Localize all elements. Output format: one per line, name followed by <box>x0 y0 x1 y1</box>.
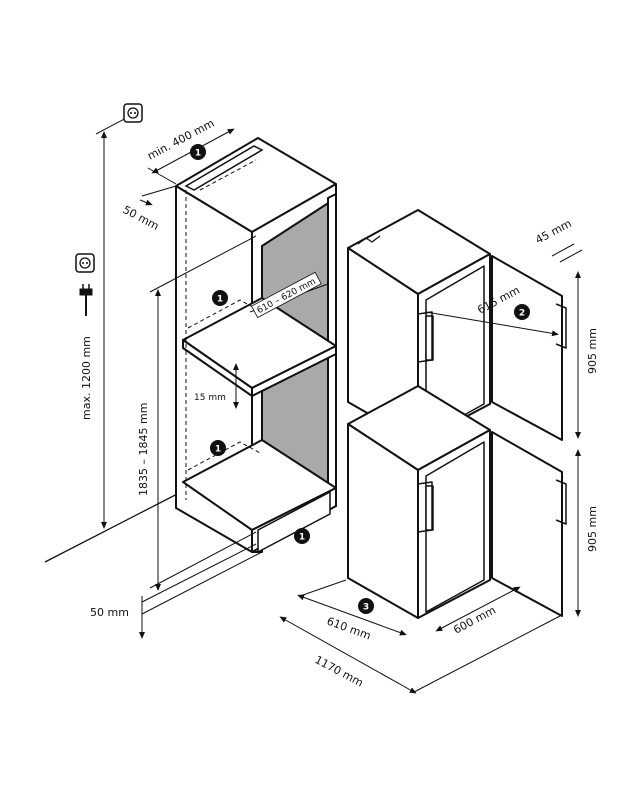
label-niche-height: 1835 – 1845 mm <box>137 403 150 496</box>
svg-text:1: 1 <box>299 533 305 543</box>
power-socket-icon <box>123 103 143 123</box>
svg-text:1: 1 <box>195 149 201 159</box>
marker-1-base: 1 <box>294 528 310 544</box>
upper-appliance <box>347 209 567 443</box>
svg-text:2: 2 <box>519 309 525 319</box>
svg-text:3: 3 <box>363 603 369 613</box>
power-socket-icon <box>75 253 95 273</box>
power-plug-icon <box>79 284 93 316</box>
label-door-45: 45 mm <box>533 217 573 247</box>
marker-1-top: 1 <box>190 144 206 160</box>
label-top-50: 50 mm <box>121 203 161 233</box>
svg-text:1: 1 <box>215 445 221 455</box>
label-max-1200: max. 1200 mm <box>80 336 93 420</box>
label-depth-610: 610 mm <box>325 615 373 643</box>
label-min-400: min. 400 mm <box>145 117 216 163</box>
marker-2: 2 <box>514 304 530 320</box>
label-bottom-50: 50 mm <box>90 606 129 619</box>
floor-line <box>44 489 186 563</box>
lower-appliance <box>347 385 567 619</box>
marker-3: 3 <box>358 598 374 614</box>
label-upper-905: 905 mm <box>586 328 599 374</box>
hidden-lines <box>185 159 263 500</box>
marker-1-low: 1 <box>210 440 226 456</box>
marker-1-mid: 1 <box>212 290 228 306</box>
niche-cabinet <box>175 137 337 553</box>
marker-badges: 1 1 1 1 2 3 <box>190 144 530 614</box>
label-width-600: 600 mm <box>451 604 498 637</box>
label-open-1170: 1170 mm <box>313 653 366 689</box>
label-gap-15: 15 mm <box>194 393 226 403</box>
label-lower-905: 905 mm <box>586 506 599 552</box>
svg-text:1: 1 <box>217 295 223 305</box>
